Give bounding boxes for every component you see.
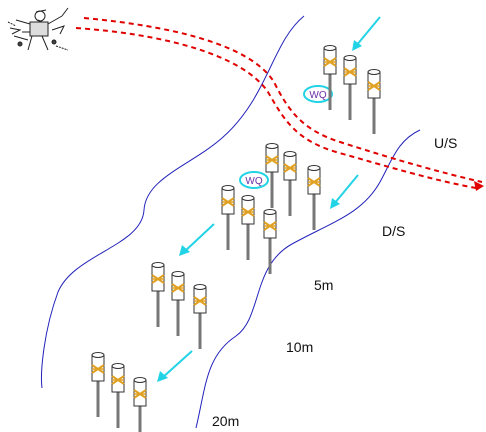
route-arrowhead-icon (474, 181, 484, 191)
sampler-post-icon (193, 284, 207, 349)
distance-20m-label: 20m (212, 413, 239, 429)
flow-arrow-icon (157, 350, 193, 382)
flow-arrow-icon (330, 174, 359, 209)
sampler-posts (91, 45, 381, 432)
sampler-post-icon (307, 165, 321, 230)
distance-5m-label: 5m (314, 277, 333, 293)
sampler-post-icon (111, 363, 125, 428)
sampler-post-icon (151, 262, 165, 327)
wq-marker-upper: WQ (303, 85, 333, 103)
left-bank-line (41, 15, 305, 389)
sampler-post-icon (221, 185, 235, 250)
flow-arrow-icon (352, 16, 381, 51)
sampler-post-icon (265, 143, 279, 208)
wq-marker-lower: WQ (239, 171, 269, 189)
sampler-post-icon (323, 45, 337, 110)
sampler-post-icon (91, 352, 105, 417)
sampler-post-icon (343, 55, 357, 120)
sampler-post-icon (133, 377, 147, 432)
wq-label: WQ (245, 176, 262, 187)
wq-label: WQ (309, 90, 326, 101)
sampler-post-icon (367, 69, 381, 134)
angler-cartoon-icon (7, 7, 69, 51)
distance-10m-label: 10m (286, 339, 313, 355)
downstream-label: D/S (382, 223, 405, 239)
sampler-post-icon (263, 209, 277, 274)
sampler-post-icon (171, 271, 185, 336)
route-dashed-line-inner (75, 27, 477, 189)
route-dashed-line-outer (83, 17, 483, 183)
sampler-post-icon (283, 151, 297, 216)
flow-arrow-icon (179, 223, 215, 256)
right-bank-line (195, 129, 421, 429)
upstream-label: U/S (434, 135, 457, 151)
sampler-post-icon (241, 195, 255, 260)
